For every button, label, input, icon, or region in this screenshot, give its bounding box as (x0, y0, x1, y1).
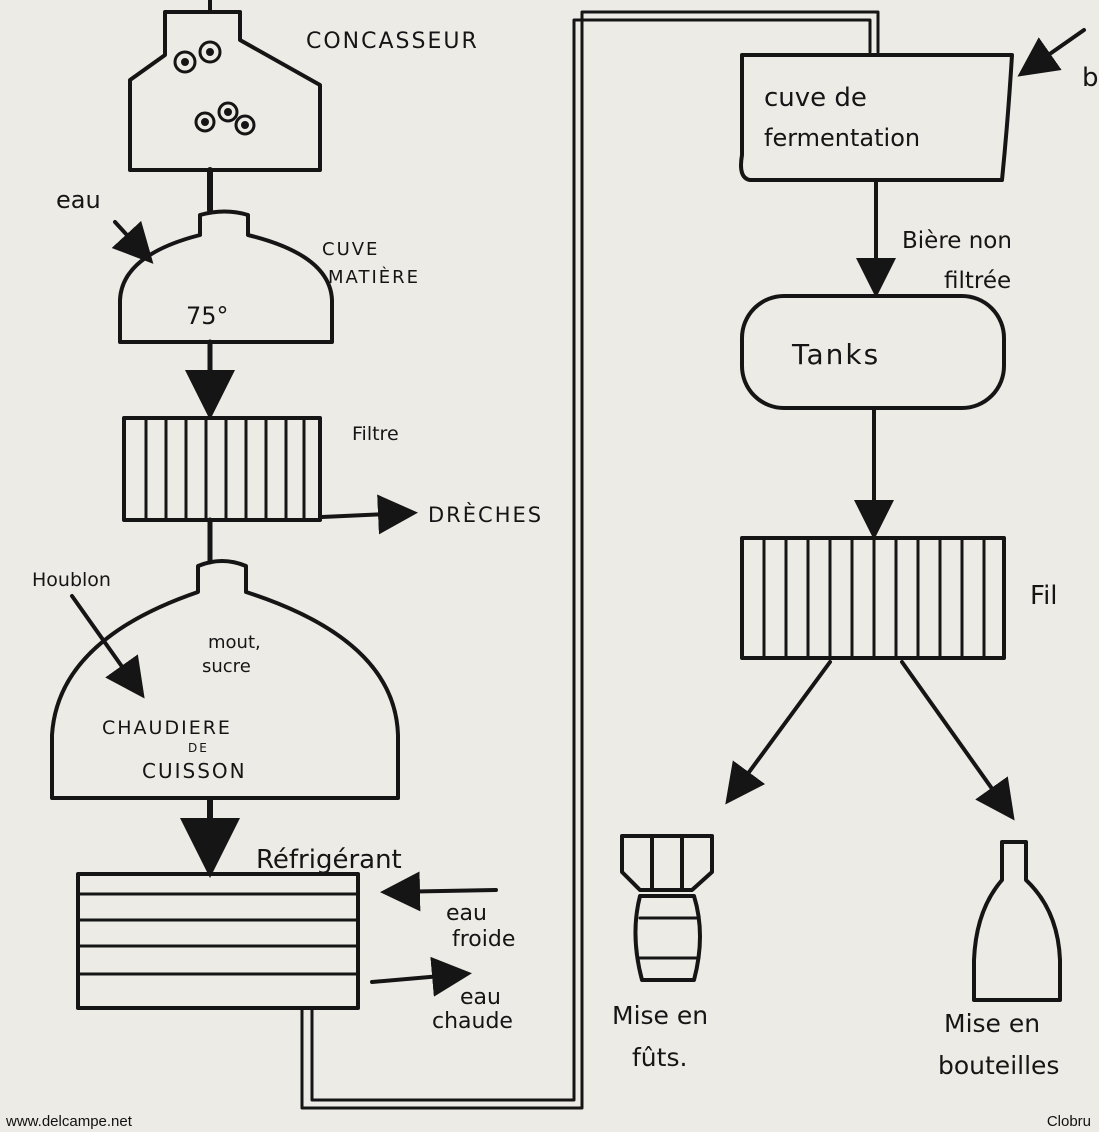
footer-watermark[interactable]: www.delcampe.net (6, 1113, 132, 1130)
bouteille-icon (972, 840, 1062, 1002)
label-bouteilles-2: bouteilles (938, 1051, 1059, 1080)
label-cuve-fermentation-2: fermentation (764, 124, 920, 152)
label-mout-1: mout, (208, 632, 261, 653)
footer-bar: www.delcampe.net Clobru (0, 1112, 1099, 1132)
transfer-pipe-outer (300, 10, 880, 1110)
label-mout-2: sucre (202, 656, 251, 677)
label-filtre-right: Fil (1030, 581, 1058, 611)
label-futs-2: fûts. (632, 1043, 687, 1072)
filtre-slats (144, 416, 306, 522)
cuve-fermentation-shape (739, 53, 1014, 182)
to-bouteilles-arrow (900, 660, 1015, 821)
label-tanks: Tanks (791, 338, 880, 371)
label-bouteilles-1: Mise en (944, 1009, 1040, 1038)
refrigerant-shape (76, 872, 360, 1010)
houblon-arrow (70, 594, 145, 699)
label-refrigerant: Réfrigérant (256, 845, 402, 875)
fut-icon (620, 834, 714, 982)
label-filtre: Filtre (352, 423, 399, 445)
label-eau-chaude-1: eau (460, 985, 501, 1010)
label-chaudiere-2: DE (188, 741, 209, 755)
label-cuve-fermentation-1: cuve de (764, 83, 867, 113)
label-cuve-matiere-2: MATIÈRE (328, 266, 420, 288)
crusher-shape (128, 10, 322, 172)
footer-seller[interactable]: Clobru (1046, 1113, 1091, 1130)
label-eau-chaude-2: chaude (432, 1009, 513, 1034)
label-cuve-matiere-1: CUVE (322, 239, 379, 260)
label-temp: 75° (186, 302, 229, 330)
label-biere-1: Bière non (902, 228, 1012, 254)
label-chaudiere-3: CUISSON (142, 759, 247, 783)
to-futs-arrow (725, 660, 832, 805)
label-houblon: Houblon (32, 569, 111, 591)
label-biere-2: filtrée (944, 268, 1011, 294)
filtre-right-slats (762, 536, 986, 660)
label-dreches: DRÈCHES (428, 502, 543, 527)
label-partial-top-right: b (1082, 63, 1099, 93)
dreches-arrow (320, 494, 418, 535)
label-eau-in: eau (56, 186, 101, 214)
fermentation-input-arrow (1017, 28, 1086, 77)
eau-chaude-arrow (370, 956, 472, 997)
transfer-pipe-inner (310, 18, 872, 1102)
filtre-shape (122, 416, 322, 522)
eau-in-arrow (111, 220, 154, 264)
label-futs-1: Mise en (612, 1001, 708, 1030)
label-concasseur: CONCASSEUR (306, 29, 479, 54)
crusher-rollers (173, 40, 256, 136)
refrigerant-coils (76, 892, 360, 976)
eau-froide-arrow (380, 871, 498, 912)
label-eau-froide-2: froide (452, 927, 515, 952)
label-chaudiere-1: CHAUDIERE (102, 717, 232, 739)
chaudiere-shape (50, 559, 400, 800)
label-eau-froide-1: eau (446, 901, 487, 926)
